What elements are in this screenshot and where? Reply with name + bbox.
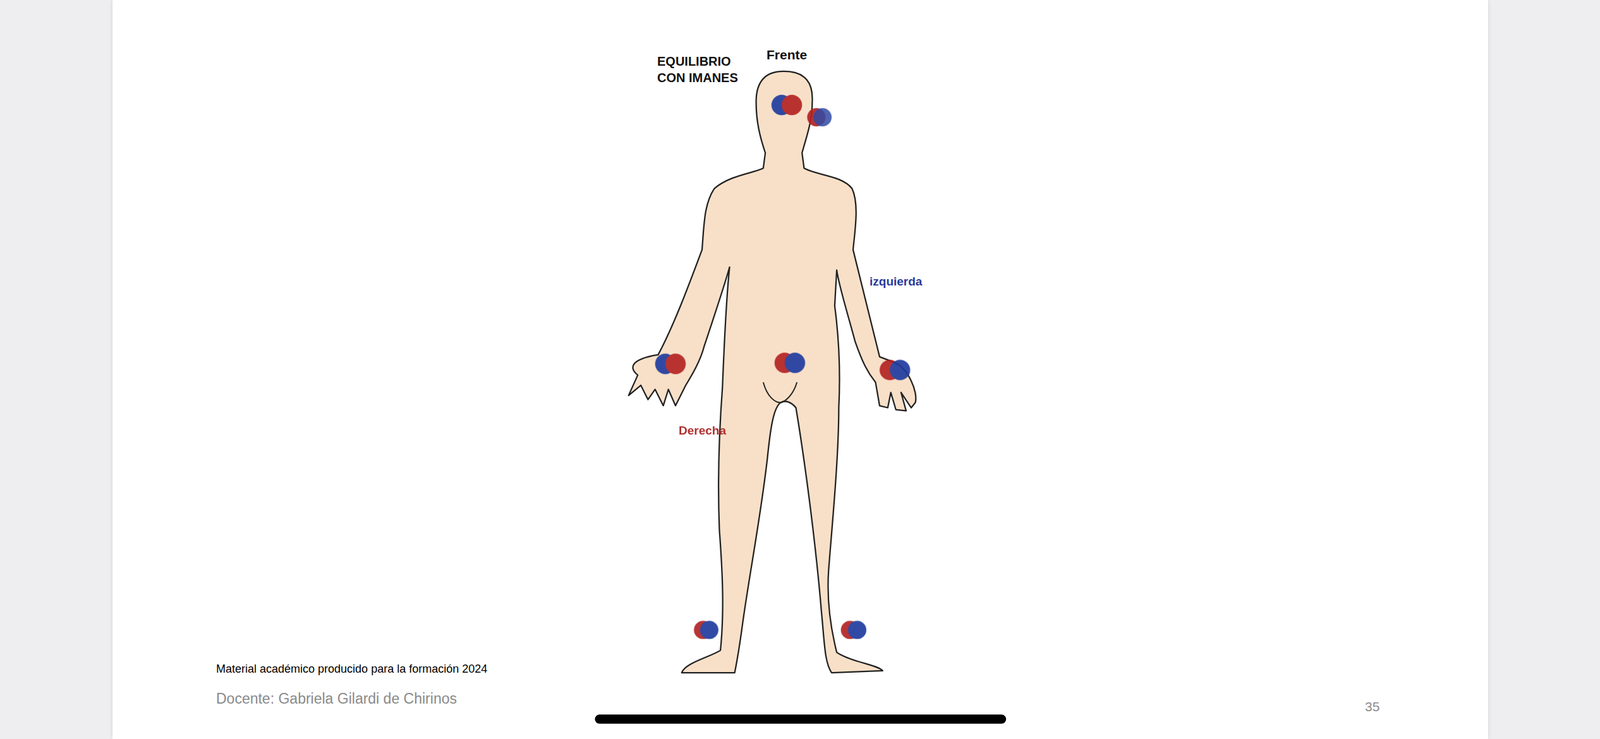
side-label: Derecha	[678, 423, 727, 439]
home-indicator	[594, 714, 1007, 725]
magnets	[655, 94, 911, 640]
human-figure	[628, 71, 917, 673]
page-number: 35	[1364, 698, 1380, 716]
footer-note: Material académico producido para la for…	[216, 662, 488, 677]
crotch-line	[763, 382, 797, 403]
view-label: Frente	[766, 46, 807, 64]
author-line: Docente: Gabriela Gilardi de Chirinos	[216, 690, 457, 709]
side-label: izquierda	[869, 274, 922, 290]
diagram-title: EQUILIBRIO CON IMANES	[657, 53, 743, 86]
